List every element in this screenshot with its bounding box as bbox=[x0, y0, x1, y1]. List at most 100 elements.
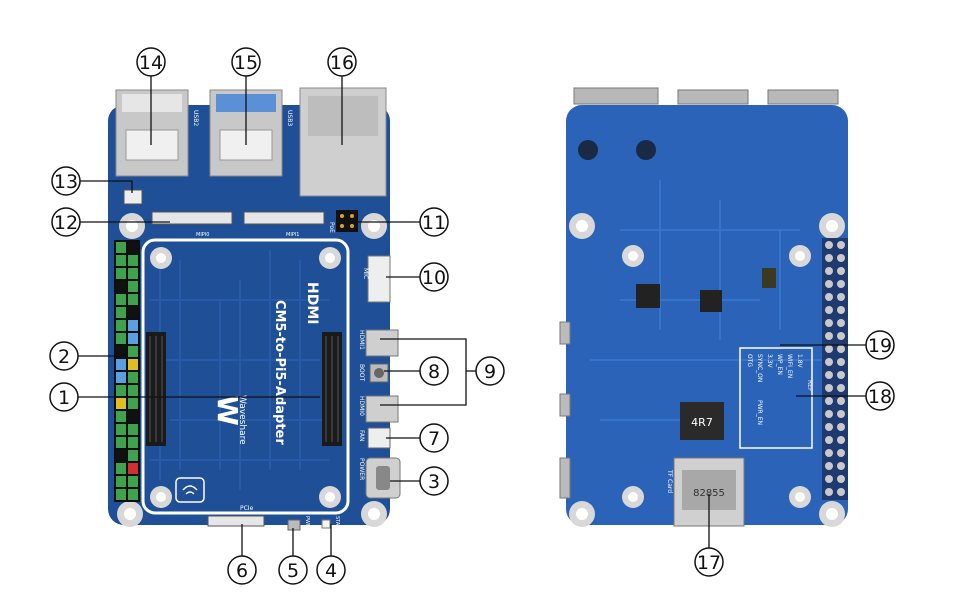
back-gpio-pin bbox=[837, 358, 845, 366]
silk-fan: FAN bbox=[358, 430, 365, 442]
gpio-pin bbox=[128, 372, 138, 383]
back-gpio-pin bbox=[825, 332, 833, 340]
gpio-pin bbox=[128, 242, 138, 253]
back-gpio-pin bbox=[825, 410, 833, 418]
gpio-pin bbox=[116, 398, 126, 409]
gpio-pin bbox=[116, 333, 126, 344]
gpio-pin bbox=[128, 437, 138, 448]
back-gpio-pin bbox=[825, 358, 833, 366]
gpio-pin bbox=[116, 372, 126, 383]
svg-text:6: 6 bbox=[236, 560, 248, 582]
silk-mipi1: MIPI1 bbox=[286, 232, 299, 238]
silk-pwr: PWR bbox=[304, 516, 310, 528]
back-gpio-pin bbox=[837, 241, 845, 249]
callout-9: 9 bbox=[475, 356, 505, 386]
svg-text:4: 4 bbox=[325, 560, 337, 582]
silk-tf-code: 82855 bbox=[693, 488, 725, 499]
svg-text:14: 14 bbox=[139, 52, 163, 74]
brand-logo-mark: W bbox=[211, 395, 244, 426]
gpio-pin bbox=[128, 346, 138, 357]
back-gpio-pin bbox=[837, 371, 845, 379]
gpio-pin bbox=[128, 398, 138, 409]
back-gpio-pin bbox=[825, 397, 833, 405]
back-gpio-pin bbox=[837, 384, 845, 392]
back-gpio-pin bbox=[837, 280, 845, 288]
gpio-pin bbox=[128, 294, 138, 305]
gpio-pin bbox=[116, 268, 126, 279]
tf-card-slot: 82855 TF Card bbox=[666, 457, 745, 527]
back-gpio-pin bbox=[825, 254, 833, 262]
silk-poe: PoE bbox=[328, 222, 335, 233]
silk-pcie: PCIe bbox=[240, 505, 254, 512]
silk-inductor: 4R7 bbox=[691, 416, 713, 429]
back-gpio-pin bbox=[837, 319, 845, 327]
gpio-pin bbox=[116, 346, 126, 357]
ethernet-port: ETHERNET bbox=[299, 87, 397, 197]
gpio-header-back bbox=[822, 238, 848, 500]
silk-hdmi0: HDMI0 bbox=[358, 396, 365, 416]
silk-1v8: 1.8V bbox=[796, 354, 803, 369]
gpio-pin bbox=[116, 463, 126, 474]
back-gpio-pin bbox=[825, 436, 833, 444]
callout-14: 14 bbox=[136, 47, 166, 77]
back-gpio-pin bbox=[837, 397, 845, 405]
gpio-pin bbox=[116, 489, 126, 500]
silk-tf-card: TF Card bbox=[666, 469, 673, 493]
back-gpio-pin bbox=[837, 332, 845, 340]
back-gpio-pin bbox=[837, 267, 845, 275]
back-gpio-pin bbox=[837, 254, 845, 262]
gpio-pin bbox=[116, 411, 126, 422]
gpio-pin bbox=[116, 424, 126, 435]
back-gpio-pin bbox=[837, 436, 845, 444]
back-gpio-pin bbox=[825, 267, 833, 275]
silk-usb2: USB2 bbox=[192, 110, 199, 126]
back-gpio-pin bbox=[825, 345, 833, 353]
back-gpio-pin bbox=[837, 475, 845, 483]
silk-pwr-en: PWR_EN bbox=[756, 400, 763, 425]
cm5-inner-holes bbox=[150, 247, 341, 508]
front-mount-holes bbox=[117, 213, 387, 527]
cm5-outline bbox=[141, 238, 350, 515]
back-gpio-pin bbox=[837, 293, 845, 301]
svg-text:3: 3 bbox=[428, 471, 440, 493]
svg-text:9: 9 bbox=[484, 361, 496, 383]
silk-mipi0: MIPI0 bbox=[196, 232, 209, 238]
callout-3: 3 bbox=[419, 466, 449, 496]
back-gpio-pin bbox=[825, 423, 833, 431]
back-usb3 bbox=[677, 89, 749, 105]
gpio-pin bbox=[128, 385, 138, 396]
back-gpio-pin bbox=[825, 488, 833, 496]
audio-connector bbox=[367, 255, 391, 303]
gpio-pin bbox=[128, 255, 138, 266]
svg-text:5: 5 bbox=[287, 560, 299, 582]
callout-4: 4 bbox=[316, 555, 346, 585]
svg-text:10: 10 bbox=[422, 267, 446, 289]
gpio-pin bbox=[116, 255, 126, 266]
callout-10: 10 bbox=[419, 262, 449, 292]
gpio-pin bbox=[128, 476, 138, 487]
back-gpio-pin bbox=[825, 241, 833, 249]
gpio-pin bbox=[116, 450, 126, 461]
svg-text:1: 1 bbox=[58, 387, 70, 409]
back-gpio-pin bbox=[825, 449, 833, 457]
gpio-pin bbox=[128, 450, 138, 461]
usb2-port: USB2 bbox=[115, 89, 199, 177]
silk-3v3: 3.3V bbox=[766, 354, 773, 369]
silk-brand: Waveshare bbox=[237, 395, 247, 445]
back-usb2 bbox=[767, 89, 839, 105]
silk-ethernet: ETHERNET bbox=[390, 110, 397, 142]
config-switch-box bbox=[739, 347, 813, 449]
front-board: HDMI CM5-to-Pi5-Adapter W Waveshare USB2… bbox=[108, 87, 401, 531]
callout-5: 5 bbox=[278, 555, 308, 585]
callout-6: 6 bbox=[227, 555, 257, 585]
silk-hdmi1: HDMI1 bbox=[358, 330, 365, 350]
gpio-pin bbox=[116, 359, 126, 370]
gpio-pin bbox=[128, 268, 138, 279]
back-gpio-pin bbox=[825, 371, 833, 379]
callout-2: 2 bbox=[49, 341, 79, 371]
callouts: 1 2 3 4 5 6 7 8 9 10 11 12 13 14 15 16 1… bbox=[49, 47, 895, 585]
svg-text:13: 13 bbox=[54, 171, 78, 193]
gpio-pin bbox=[128, 333, 138, 344]
